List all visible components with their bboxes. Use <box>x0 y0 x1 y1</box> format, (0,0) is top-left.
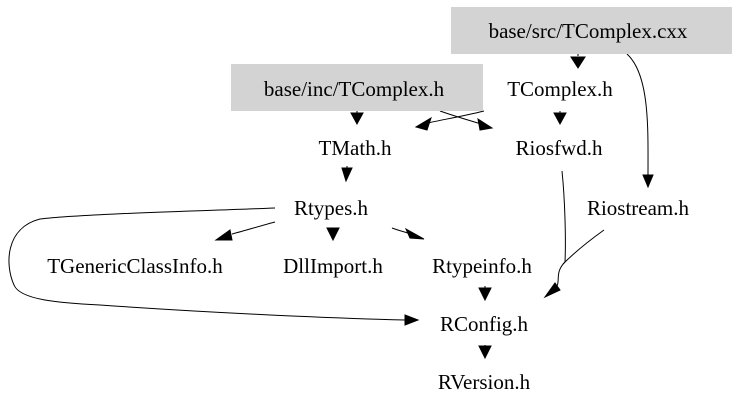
edge-tcomplex-inc-to-riosfwd-h <box>439 110 494 131</box>
node-label: TMath.h <box>319 136 392 160</box>
node-label: RVersion.h <box>438 370 531 394</box>
node-tmath-h[interactable]: TMath.h <box>319 136 392 160</box>
arrowhead-icon <box>404 314 420 326</box>
edge-rtypeinfo-h-to-rconfig-h <box>478 286 492 302</box>
node-label: Rtypeinfo.h <box>432 254 532 278</box>
node-label: TGenericClassInfo.h <box>47 254 223 278</box>
edge-tcomplex-h-to-tmath-h <box>414 110 485 131</box>
edge-line <box>427 110 485 124</box>
edge-line <box>556 170 566 287</box>
node-rtypeinfo-h[interactable]: Rtypeinfo.h <box>432 254 532 278</box>
edge-rtypes-h-to-tgenericclassinfo-h <box>214 221 276 241</box>
arrowhead-icon <box>404 227 425 240</box>
node-tgenericclassinfo-h[interactable]: TGenericClassInfo.h <box>47 254 223 278</box>
edge-tcomplex-cxx-to-tcomplex-h <box>570 54 586 69</box>
edge-riostream-h-to-rconfig-h <box>562 229 605 265</box>
arrowhead-icon <box>326 227 340 242</box>
arrowhead-icon <box>414 116 432 131</box>
edge-riosfwd-h-to-rconfig-h <box>543 170 566 299</box>
node-label: Riostream.h <box>587 196 690 220</box>
arrowhead-icon <box>478 345 492 360</box>
edge-tcomplex-inc-to-tmath-h <box>350 111 364 126</box>
edge-line <box>562 229 605 265</box>
arrowhead-icon <box>553 112 567 126</box>
edge-tcomplex-h-to-riosfwd-h <box>553 111 567 126</box>
edge-rtypes-h-to-rtypeinfo-h <box>391 227 425 240</box>
node-highlight-box <box>231 64 483 111</box>
arrowhead-icon <box>478 287 492 302</box>
edge-rconfig-h-to-rversion-h <box>478 345 492 360</box>
arrowhead-icon <box>477 117 494 131</box>
node-riosfwd-h[interactable]: Riosfwd.h <box>516 136 603 160</box>
node-tcomplex-h[interactable]: TComplex.h <box>507 77 613 101</box>
node-rconfig-h[interactable]: RConfig.h <box>440 312 529 336</box>
edge-line <box>231 221 276 235</box>
node-rtypes-h[interactable]: Rtypes.h <box>294 196 369 220</box>
arrowhead-icon <box>341 167 353 183</box>
nodes-layer: base/src/TComplex.cxx base/inc/TComplex.h… <box>47 7 732 394</box>
edges-layer <box>8 53 654 360</box>
arrowhead-icon <box>214 229 233 241</box>
edge-rtypes-h-to-rconfig-h <box>8 207 420 326</box>
node-dllimport-h[interactable]: DllImport.h <box>283 254 383 278</box>
node-highlight-box <box>451 7 732 54</box>
edge-tcomplex-cxx-to-riostream-h <box>626 53 654 189</box>
edge-tmath-h-to-rtypes-h <box>341 166 353 183</box>
edge-line <box>8 207 406 321</box>
edge-rtypes-h-to-dllimport-h <box>326 227 340 242</box>
arrowhead-icon <box>642 174 654 189</box>
arrowhead-icon <box>350 112 364 126</box>
node-label: Rtypes.h <box>294 196 369 220</box>
node-rversion-h[interactable]: RVersion.h <box>438 370 531 394</box>
node-tcomplex-cxx[interactable]: base/src/TComplex.cxx <box>451 7 732 54</box>
arrowhead-icon <box>543 282 561 299</box>
node-label: Riosfwd.h <box>516 136 603 160</box>
arrowhead-icon <box>570 56 586 69</box>
node-riostream-h[interactable]: Riostream.h <box>587 196 690 220</box>
node-label: base/inc/TComplex.h <box>264 77 445 101</box>
node-label: TComplex.h <box>507 77 613 101</box>
node-label: RConfig.h <box>440 312 529 336</box>
node-tcomplex-inc[interactable]: base/inc/TComplex.h <box>231 64 483 111</box>
node-label: base/src/TComplex.cxx <box>489 19 688 43</box>
node-label: DllImport.h <box>283 254 383 278</box>
edge-line <box>626 53 649 176</box>
